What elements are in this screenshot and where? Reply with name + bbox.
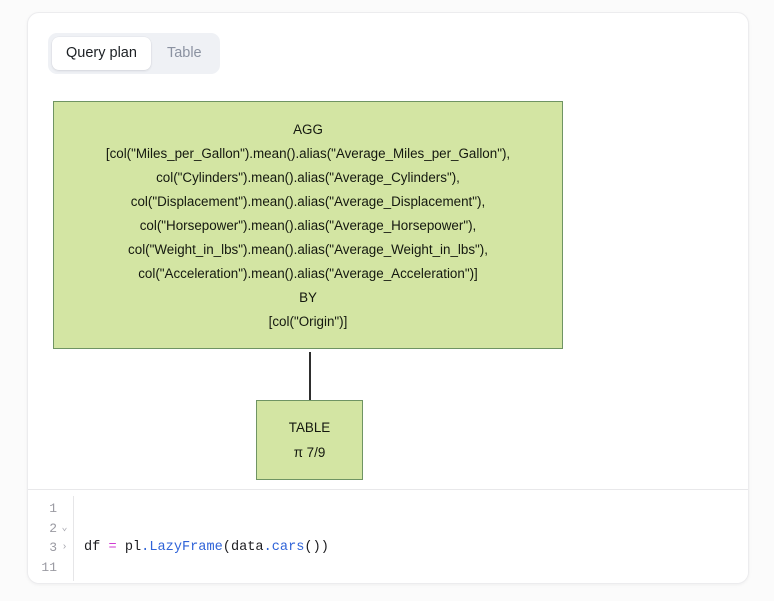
fold-collapsed-chevron-icon[interactable]: ›	[61, 542, 68, 553]
line-number: 11	[41, 559, 57, 575]
view-tab-group: Query plan Table	[48, 33, 220, 74]
line-number: 1	[49, 501, 57, 516]
tab-table[interactable]: Table	[153, 37, 216, 70]
gutter-line-11: 11	[28, 558, 74, 578]
table-node-projection: π 7/9	[293, 445, 326, 460]
agg-node-line-3: col("Displacement").mean().alias("Averag…	[130, 194, 486, 209]
query-plan-card: Query plan Table AGG [col("Miles_per_Gal…	[27, 12, 749, 584]
code-line-1: df = pl.LazyFrame(data.cars())	[84, 540, 329, 555]
gutter-line-1: 1	[28, 499, 74, 519]
fold-expanded-chevron-icon[interactable]: ⌄	[61, 522, 68, 534]
gutter-line-2: 2 ⌄	[28, 519, 74, 539]
agg-node-line-groupby: [col("Origin")]	[268, 314, 348, 329]
gutter-line-3: 3 ›	[28, 538, 74, 558]
agg-node-line-by: BY	[299, 290, 317, 305]
editor-gutter: 1 2 ⌄ 3 › 11	[28, 490, 74, 583]
tab-query-plan[interactable]: Query plan	[52, 37, 151, 70]
plan-node-table[interactable]: TABLE π 7/9	[256, 400, 363, 480]
editor-divider	[28, 489, 748, 490]
table-node-title: TABLE	[288, 420, 331, 435]
agg-node-line-1: [col("Miles_per_Gallon").mean().alias("A…	[105, 146, 511, 161]
plan-node-agg[interactable]: AGG [col("Miles_per_Gallon").mean().alia…	[53, 101, 563, 349]
line-number: 3	[49, 540, 57, 555]
editor-code-area[interactable]: df = pl.LazyFrame(data.cars()) df.group_…	[74, 490, 748, 583]
plan-edge-agg-to-table	[309, 352, 311, 400]
code-editor[interactable]: 1 2 ⌄ 3 › 11 df = pl.LazyFrame(data.cars…	[28, 490, 748, 583]
agg-node-line-6: col("Acceleration").mean().alias("Averag…	[138, 266, 478, 281]
agg-node-line-2: col("Cylinders").mean().alias("Average_C…	[156, 170, 460, 185]
line-number: 2	[49, 520, 57, 536]
agg-node-line-5: col("Weight_in_lbs").mean().alias("Avera…	[128, 242, 488, 257]
agg-node-line-title: AGG	[293, 122, 323, 137]
query-plan-diagram: AGG [col("Miles_per_Gallon").mean().alia…	[28, 73, 748, 499]
agg-node-line-4: col("Horsepower").mean().alias("Average_…	[139, 218, 477, 233]
gutter-separator	[73, 496, 74, 581]
